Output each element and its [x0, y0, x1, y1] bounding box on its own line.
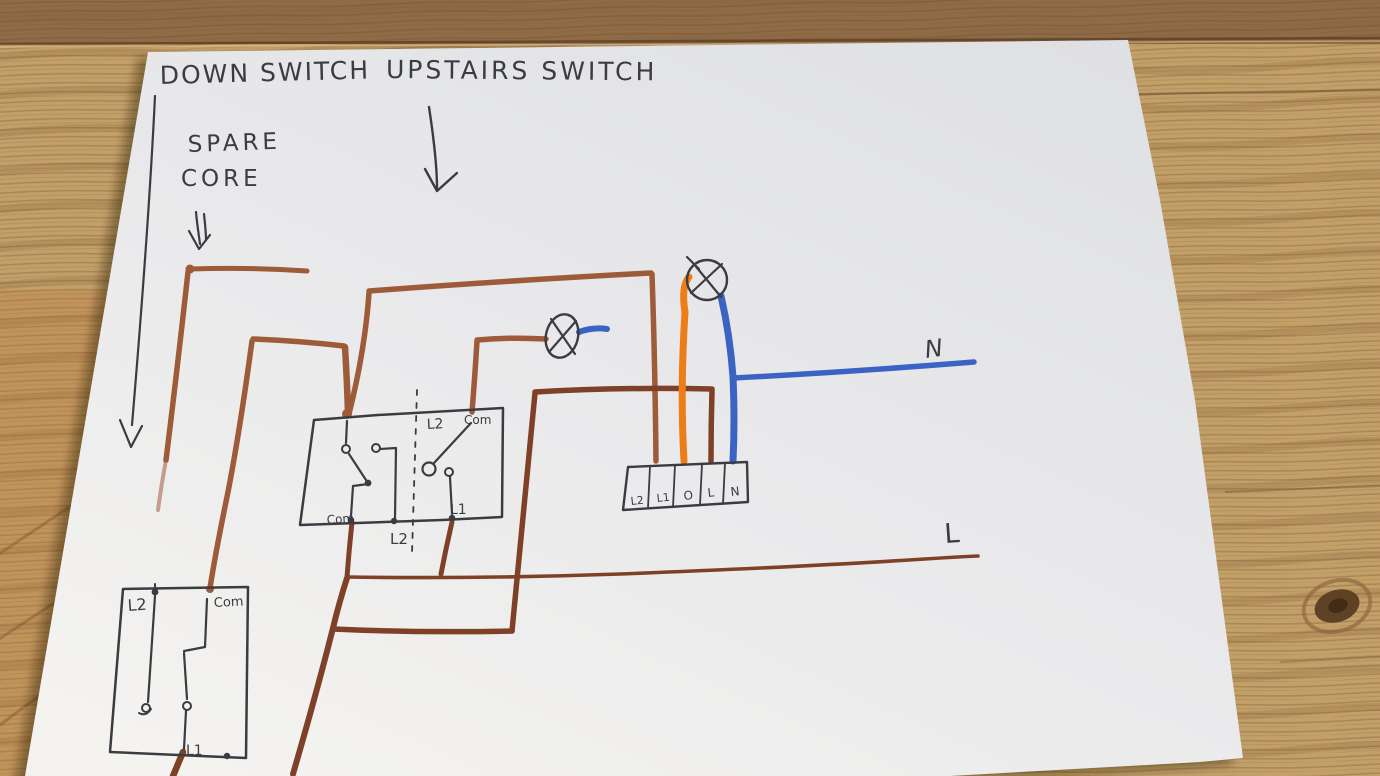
- handwritten-labels: DOWN SWITCH UPSTAIRS SWITCH SPARE CORE N…: [127, 55, 961, 759]
- wire-brown-drop-to-terminal-L1: [649, 271, 659, 464]
- upstairs-switch-box: [298, 389, 505, 554]
- wire-brown-com-riser: [469, 338, 480, 415]
- wire-blue-landing-lamp-stub: [576, 325, 610, 335]
- upstairs-switch-arrow: [423, 105, 459, 193]
- wire-brown-spare-vertical: [163, 269, 191, 463]
- upstairs-lamp-symbol: [685, 255, 729, 302]
- wire-brown-L1-drop: [438, 519, 455, 577]
- wire-brown-switch-to-corner: [346, 290, 372, 417]
- wire-brown-feed-horizontal: [250, 336, 347, 349]
- upstairs-switch-label: UPSTAIRS SWITCH: [386, 55, 658, 86]
- terminal-cell-L2: L2: [630, 494, 644, 508]
- spare-core-arrow: [187, 210, 212, 251]
- wire-brown-live-run: [345, 554, 980, 580]
- wire-brown-feed-drop: [341, 343, 352, 417]
- wire-brown-drop-to-terminal-L: [708, 387, 715, 464]
- downstairs-box-L1: L1: [186, 743, 203, 759]
- wire-brown-diagonal-down: [290, 575, 350, 776]
- terminal-cell-L: L: [707, 485, 715, 500]
- terminal-block: [621, 460, 750, 512]
- wire-brown-lower-horizontal: [330, 626, 515, 635]
- down-switch-pointer-arrow: [118, 94, 157, 449]
- wire-blue-neutral-run: [730, 359, 977, 381]
- switch-box-divider-dashed: [411, 389, 418, 554]
- wiring-brown: [156, 264, 980, 776]
- downstairs-switch-box: [108, 583, 250, 760]
- paper-sheet: [25, 40, 1243, 776]
- wire-orange-lamp-to-terminal-O: [678, 273, 693, 465]
- live-label: L: [943, 518, 960, 550]
- upstairs-box-Com-top: Com: [464, 413, 491, 427]
- spare-core-label-line2: CORE: [181, 166, 262, 192]
- downstairs-box-L2: L2: [127, 595, 147, 615]
- upstairs-box-L2-bottom: L2: [390, 530, 408, 548]
- wire-brown-spare-vertical-fade: [156, 458, 168, 512]
- upstairs-box-Com-bottom: Com: [326, 511, 354, 527]
- terminal-cell-N: N: [730, 484, 740, 499]
- upstairs-box-L2-top: L2: [426, 416, 444, 433]
- wood-knot: [1301, 578, 1373, 634]
- wire-brown-top-run: [366, 270, 654, 294]
- spare-core-label-line1: SPARE: [187, 129, 281, 158]
- wire-brown-to-landing-lamp: [474, 335, 549, 343]
- wire-brown-upper-horizontal: [532, 385, 715, 395]
- terminal-cell-O: O: [683, 488, 694, 503]
- neutral-label: N: [923, 334, 945, 364]
- landing-lamp-symbol: [544, 313, 580, 359]
- wire-brown-riser: [509, 390, 538, 634]
- pen-drawing: [108, 94, 750, 760]
- downstairs-box-Com: Com: [213, 594, 243, 611]
- wire-brown-com-drop: [344, 519, 355, 580]
- down-switch-label: DOWN SWITCH: [159, 56, 370, 90]
- downstairs-switch-entry-blob: [206, 585, 214, 593]
- wiring-blue: [576, 292, 977, 465]
- wire-brown-down-to-downstairs-switch: [207, 338, 255, 591]
- terminal-cell-L1: L1: [656, 491, 670, 505]
- upstairs-box-L1: L1: [450, 502, 467, 518]
- wire-brown-spare-horizontal: [187, 265, 310, 274]
